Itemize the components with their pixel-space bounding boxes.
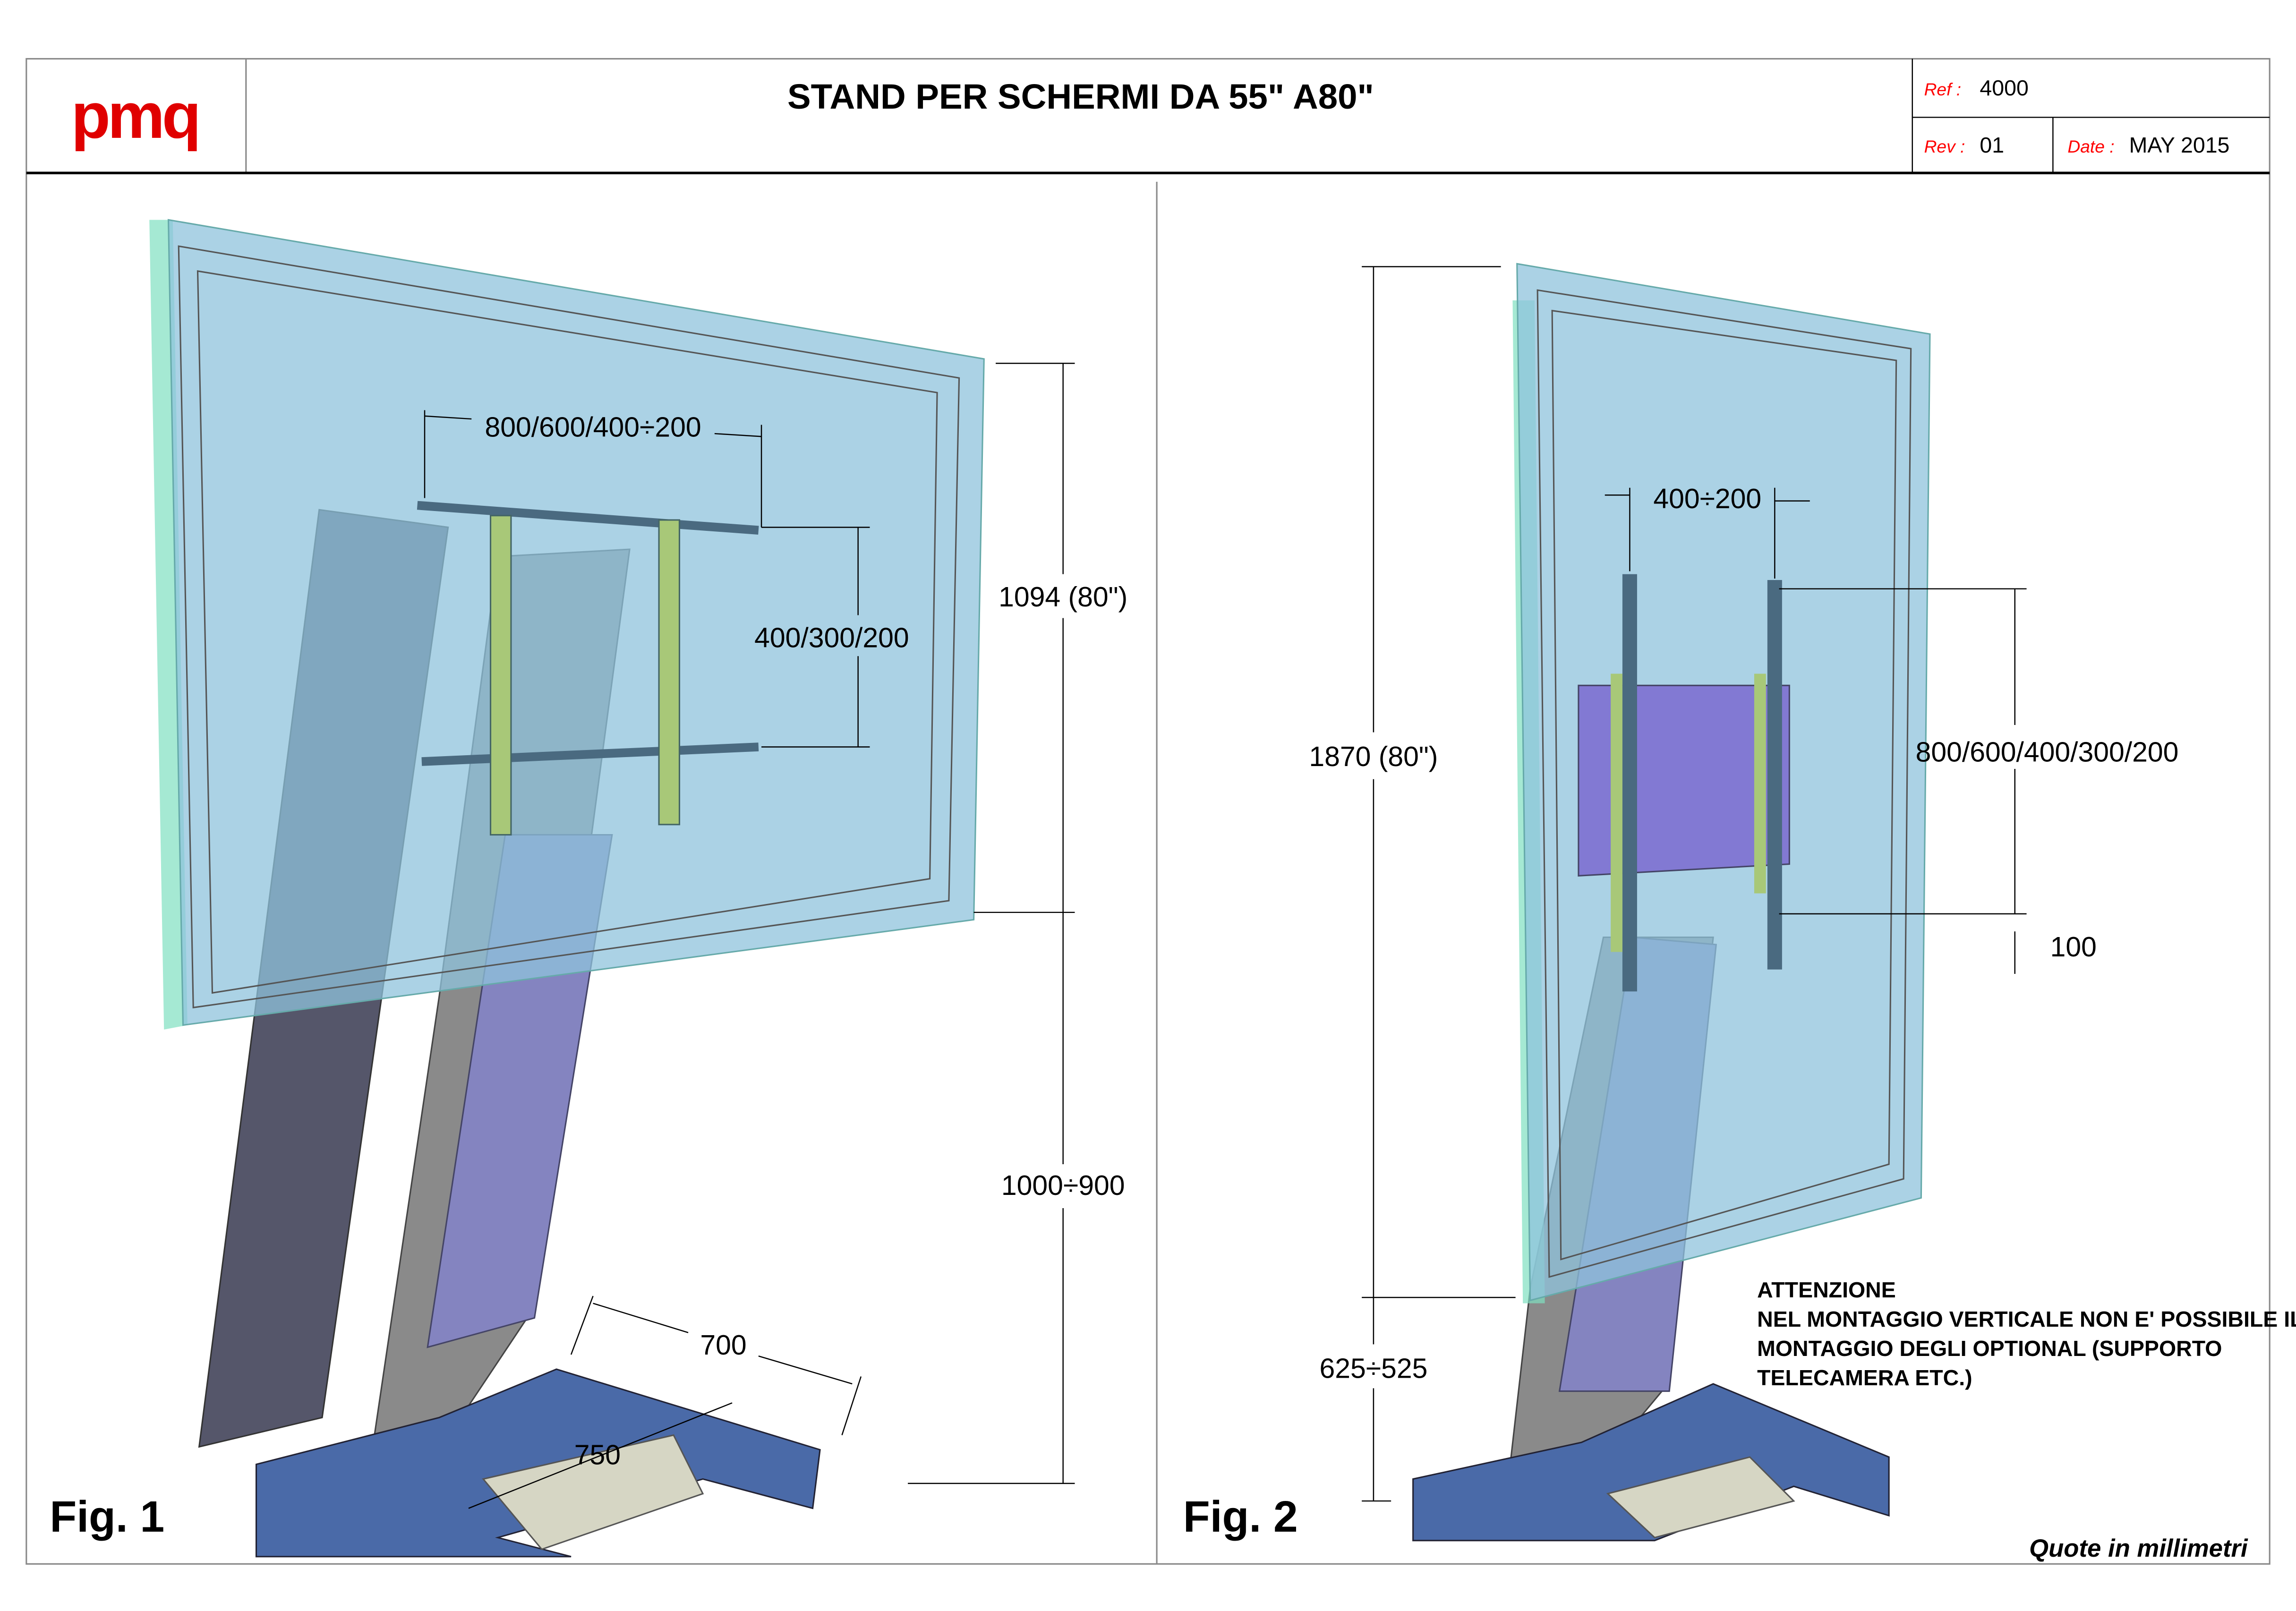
fig1-drawing: 800/600/400÷200 400/300/200 1094 (80") 1… [50, 219, 1127, 1558]
fig2-label: Fig. 2 [1183, 1492, 1298, 1541]
fig2-drawing: 400÷200 800/600/400/300/200 100 1870 (80… [1183, 263, 2296, 1542]
fig2-dim-stand-height: 625÷525 [1319, 1354, 1427, 1384]
stand-base [255, 1368, 821, 1558]
base-plate [1606, 1456, 1795, 1539]
fig2-dim-horizontal: 400÷200 [1653, 484, 1761, 514]
fig1-dim-screen-height: 1094 (80") [999, 582, 1127, 613]
top-rail [417, 501, 759, 535]
base-plate [482, 1434, 704, 1551]
vesa-arm-left [489, 515, 512, 836]
page-title: STAND PER SCHERMI DA 55" A80" [787, 77, 1374, 116]
units-note: Quote in millimetri [2029, 1534, 2248, 1562]
ref-value: 4000 [1980, 76, 2028, 100]
drawing-border [26, 58, 2270, 1565]
date-value: MAY 2015 [2129, 133, 2230, 157]
bottom-rail [421, 742, 759, 766]
ref-label: Ref : [1924, 79, 1962, 99]
rev-label: Rev : [1924, 136, 1965, 156]
vesa-arm-right [1767, 580, 1782, 970]
fig1-dim-horizontal: 800/600/400÷200 [485, 412, 701, 443]
stand-base [1412, 1383, 1890, 1542]
fig1-label: Fig. 1 [50, 1492, 164, 1541]
title-block: pmq STAND PER SCHERMI DA 55" A80" Ref : … [26, 59, 2270, 175]
vesa-arm-left [1622, 574, 1637, 992]
fig1-dim-base-depth: 750 [574, 1440, 621, 1471]
fig2-dim-vertical: 800/600/400/300/200 [1916, 737, 2179, 767]
fig2-dim-screen-height: 1870 (80") [1309, 742, 1438, 772]
screen-panel [167, 219, 985, 1026]
fig1-dim-base-width: 700 [700, 1330, 746, 1361]
brand-logo: pmq [71, 80, 198, 152]
vesa-arm-right [658, 519, 681, 826]
warning-title: ATTENZIONE [1757, 1278, 1896, 1302]
warning-line: MONTAGGIO DEGLI OPTIONAL (SUPPORTO [1757, 1336, 2222, 1361]
warning-line: TELECAMERA ETC.) [1757, 1365, 1972, 1390]
fig1-dim-stand-height: 1000÷900 [1001, 1170, 1125, 1201]
date-label: Date : [2067, 136, 2114, 156]
warning-line: NEL MONTAGGIO VERTICALE NON E' POSSIBILE… [1757, 1307, 2296, 1331]
fig2-dim-offset: 100 [2050, 932, 2097, 963]
rev-value: 01 [1980, 133, 2004, 157]
fig1-dim-vertical: 400/300/200 [754, 623, 909, 654]
